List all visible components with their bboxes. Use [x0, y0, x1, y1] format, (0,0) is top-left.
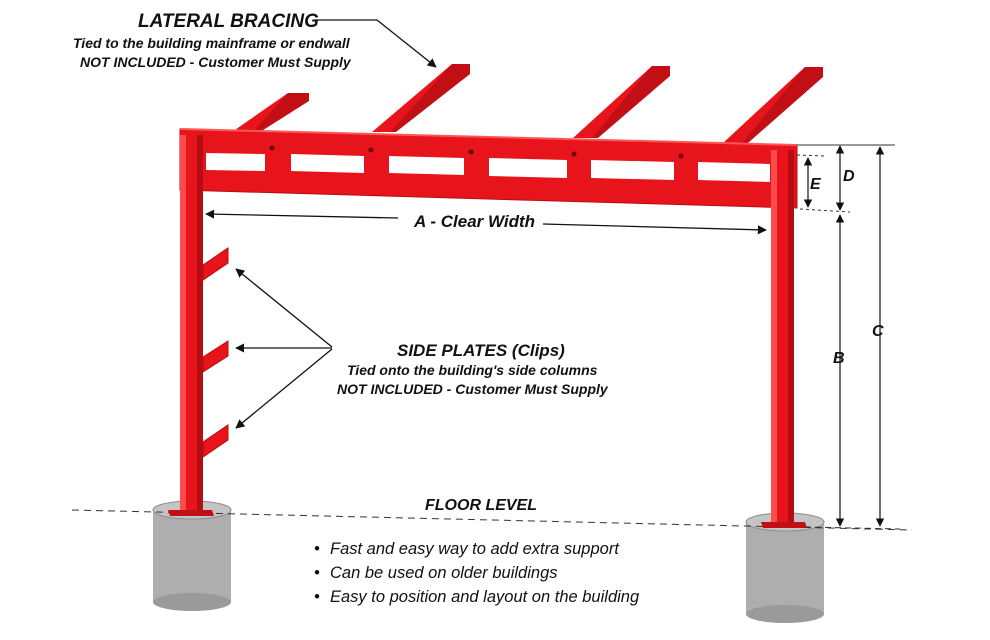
lateral-bracing-line2: NOT INCLUDED - Customer Must Supply	[80, 54, 352, 70]
lateral-bracing-members	[232, 64, 823, 143]
right-concrete-pier	[745, 512, 825, 623]
feature-bullet-2: •	[314, 564, 320, 582]
side-plates	[202, 247, 229, 458]
dimension-d-label: D	[843, 168, 855, 185]
feature-bullet-3: •	[314, 588, 320, 606]
feature-item-2: Can be used on older buildings	[330, 564, 558, 582]
dimension-b-label: B	[833, 350, 845, 367]
feature-item-1: Fast and easy way to add extra support	[330, 540, 620, 558]
dimension-c-label: C	[872, 323, 884, 340]
lateral-bracing-callout: LATERAL BRACING Tied to the building mai…	[73, 11, 437, 70]
clear-width-dimension: A - Clear Width	[205, 209, 767, 235]
lateral-bracing-arrow	[314, 19, 437, 68]
lateral-bracing-title: LATERAL BRACING	[138, 11, 319, 32]
side-plates-title: SIDE PLATES (Clips)	[397, 341, 565, 360]
dimension-e-label: E	[810, 176, 822, 193]
floor-level-label: FLOOR LEVEL	[425, 497, 537, 514]
height-dimensions: E D B C	[796, 144, 901, 530]
lateral-bracing-line1: Tied to the building mainframe or endwal…	[73, 35, 351, 51]
clear-width-label: A - Clear Width	[413, 212, 535, 231]
right-column	[761, 150, 807, 528]
header-truss	[179, 128, 798, 209]
feature-item-3: Easy to position and layout on the build…	[330, 588, 640, 606]
side-plates-line2: NOT INCLUDED - Customer Must Supply	[337, 381, 609, 397]
side-plates-line1: Tied onto the building's side columns	[347, 362, 598, 378]
side-plates-callout: SIDE PLATES (Clips) Tied onto the buildi…	[235, 268, 609, 429]
left-concrete-pier	[152, 500, 232, 611]
feature-bullet-1: •	[314, 540, 320, 558]
feature-list: • Fast and easy way to add extra support…	[314, 540, 640, 606]
left-column	[168, 135, 214, 516]
